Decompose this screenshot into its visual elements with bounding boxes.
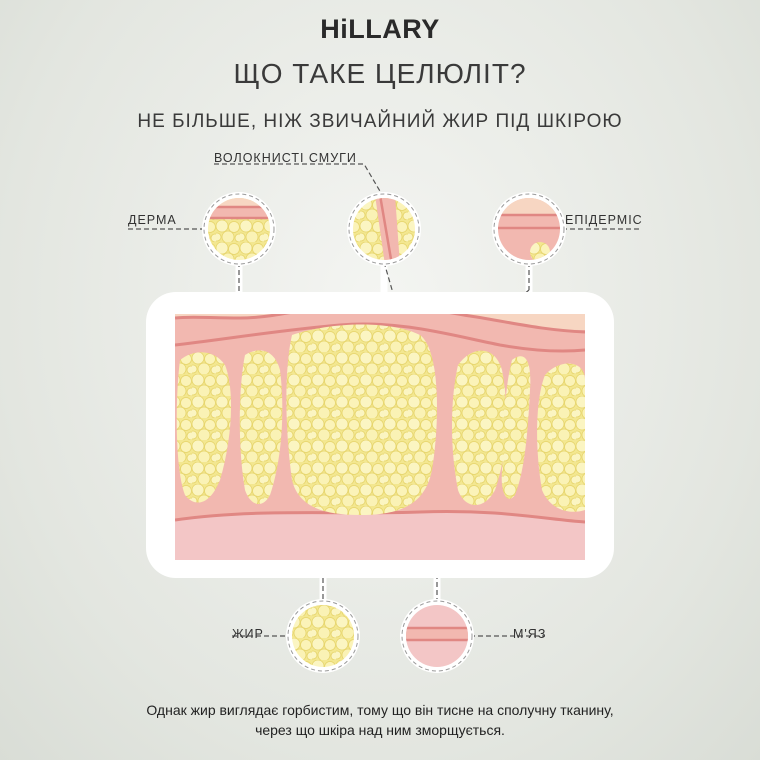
label-fat: ЖИР <box>232 627 264 641</box>
caption: Однак жир виглядає горбистим, тому що ві… <box>40 700 720 740</box>
detail-fat <box>286 599 360 673</box>
detail-fibrous-bands <box>347 192 421 266</box>
caption-line-1: Однак жир виглядає горбистим, тому що ві… <box>146 702 614 718</box>
detail-epidermis <box>492 192 566 266</box>
page-subtitle: НЕ БІЛЬШЕ, НІЖ ЗВИЧАЙНИЙ ЖИР ПІД ШКІРОЮ <box>137 111 623 132</box>
detail-muscle <box>400 599 474 673</box>
skin-cross-section <box>175 314 585 560</box>
page-title: ЩО ТАКЕ ЦЕЛЮЛІТ? <box>233 58 527 89</box>
label-derma: ДЕРМА <box>128 213 177 227</box>
detail-derma <box>202 192 276 266</box>
label-muscle: М'ЯЗ <box>513 627 547 641</box>
caption-line-2: через що шкіра над ним зморщується. <box>255 722 505 738</box>
brand-logo: HiLLARY <box>320 14 440 44</box>
label-epidermis: ЕПІДЕРМІС <box>565 213 643 227</box>
label-fibrous-bands: ВОЛОКНИСТІ СМУГИ <box>214 151 357 165</box>
